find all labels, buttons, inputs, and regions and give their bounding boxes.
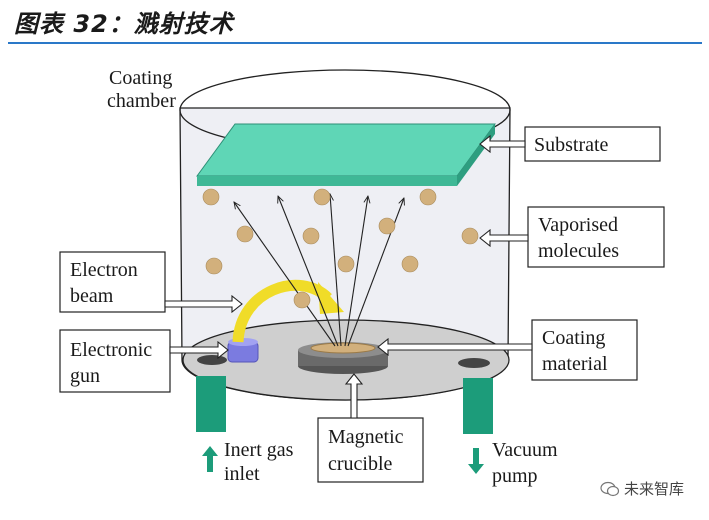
coating-chamber-label-line1: Coating <box>109 67 172 89</box>
vacuum-label-line2: pump <box>492 465 538 487</box>
watermark: 未来智库 <box>600 478 684 499</box>
electronic-gun-label-line1: Electronic <box>70 339 152 361</box>
magnetic-crucible-label-box <box>317 417 424 483</box>
vapour-particle <box>419 188 437 206</box>
electron-beam-pointer <box>164 294 243 314</box>
inert-gas-port <box>197 355 227 365</box>
coating-material-pool <box>310 342 376 354</box>
vapour-particle <box>202 188 220 206</box>
vaporised-label-box <box>527 206 665 268</box>
figure-title: 图表 32：溅射技术 <box>14 10 234 38</box>
vapour-particle <box>401 255 419 273</box>
inert-gas-arrow-icon <box>202 446 218 472</box>
coating-material-label-line1: Coating <box>542 327 605 349</box>
wechat-icon <box>600 481 620 496</box>
electron-beam-arrowhead <box>318 282 344 314</box>
vapour-particles <box>202 188 479 309</box>
pointer-arrows <box>164 134 533 419</box>
vapour-particle <box>302 227 320 245</box>
electron-beam-label-line2: beam <box>70 285 114 307</box>
vacuum-port <box>458 358 490 368</box>
electronic-gun-pointer <box>169 340 229 360</box>
substrate-label: Substrate <box>534 134 609 156</box>
coating-material-pointer <box>377 337 533 357</box>
watermark-text: 未来智库 <box>624 480 685 498</box>
electron-beam-label-box <box>59 251 166 313</box>
vacuum-arrow-icon <box>468 448 484 474</box>
substrate-front <box>197 176 457 186</box>
vapour-trajectories <box>234 194 404 347</box>
vapour-particle <box>461 227 479 245</box>
coating-material-label-box <box>531 319 638 381</box>
vapour-particle <box>236 225 254 243</box>
coating-chamber-label-line2: chamber <box>107 90 176 112</box>
vapour-particle <box>205 257 223 275</box>
vapour-particle <box>313 188 331 206</box>
vapour-particle <box>293 291 311 309</box>
vacuum-label-line1: Vacuum <box>492 439 558 461</box>
vaporised-label-line2: molecules <box>538 240 619 262</box>
coating-material-label-line2: material <box>542 353 608 375</box>
vapour-particle <box>337 255 355 273</box>
substrate-pointer <box>479 134 526 154</box>
inert-gas-label-line1: Inert gas <box>224 439 294 461</box>
electronic-gun-label-box <box>59 329 171 393</box>
vacuum-leg <box>463 378 493 434</box>
crucible-pointer <box>344 373 364 419</box>
substrate-top <box>196 123 496 177</box>
vaporised-pointer <box>479 228 529 248</box>
substrate-label-box <box>524 126 661 162</box>
inert-gas-leg <box>196 376 226 432</box>
vapour-particle <box>378 217 396 235</box>
electron-beam-label-line1: Electron <box>70 259 138 281</box>
header-divider <box>8 42 702 44</box>
vaporised-label-line1: Vaporised <box>538 214 618 236</box>
header: 图表 32：溅射技术 <box>0 0 709 44</box>
electronic-gun-label-line2: gun <box>70 365 100 387</box>
magnetic-crucible-label-line1: Magnetic <box>328 426 404 448</box>
inert-gas-label-line2: inlet <box>224 463 260 485</box>
magnetic-crucible-label-line2: crucible <box>328 453 393 475</box>
electron-beam-arc <box>232 279 332 343</box>
